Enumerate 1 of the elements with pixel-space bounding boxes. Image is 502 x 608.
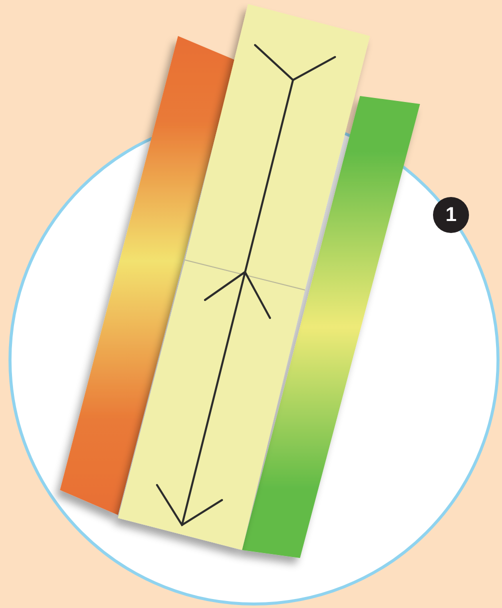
callout-number: 1 [433,197,469,233]
